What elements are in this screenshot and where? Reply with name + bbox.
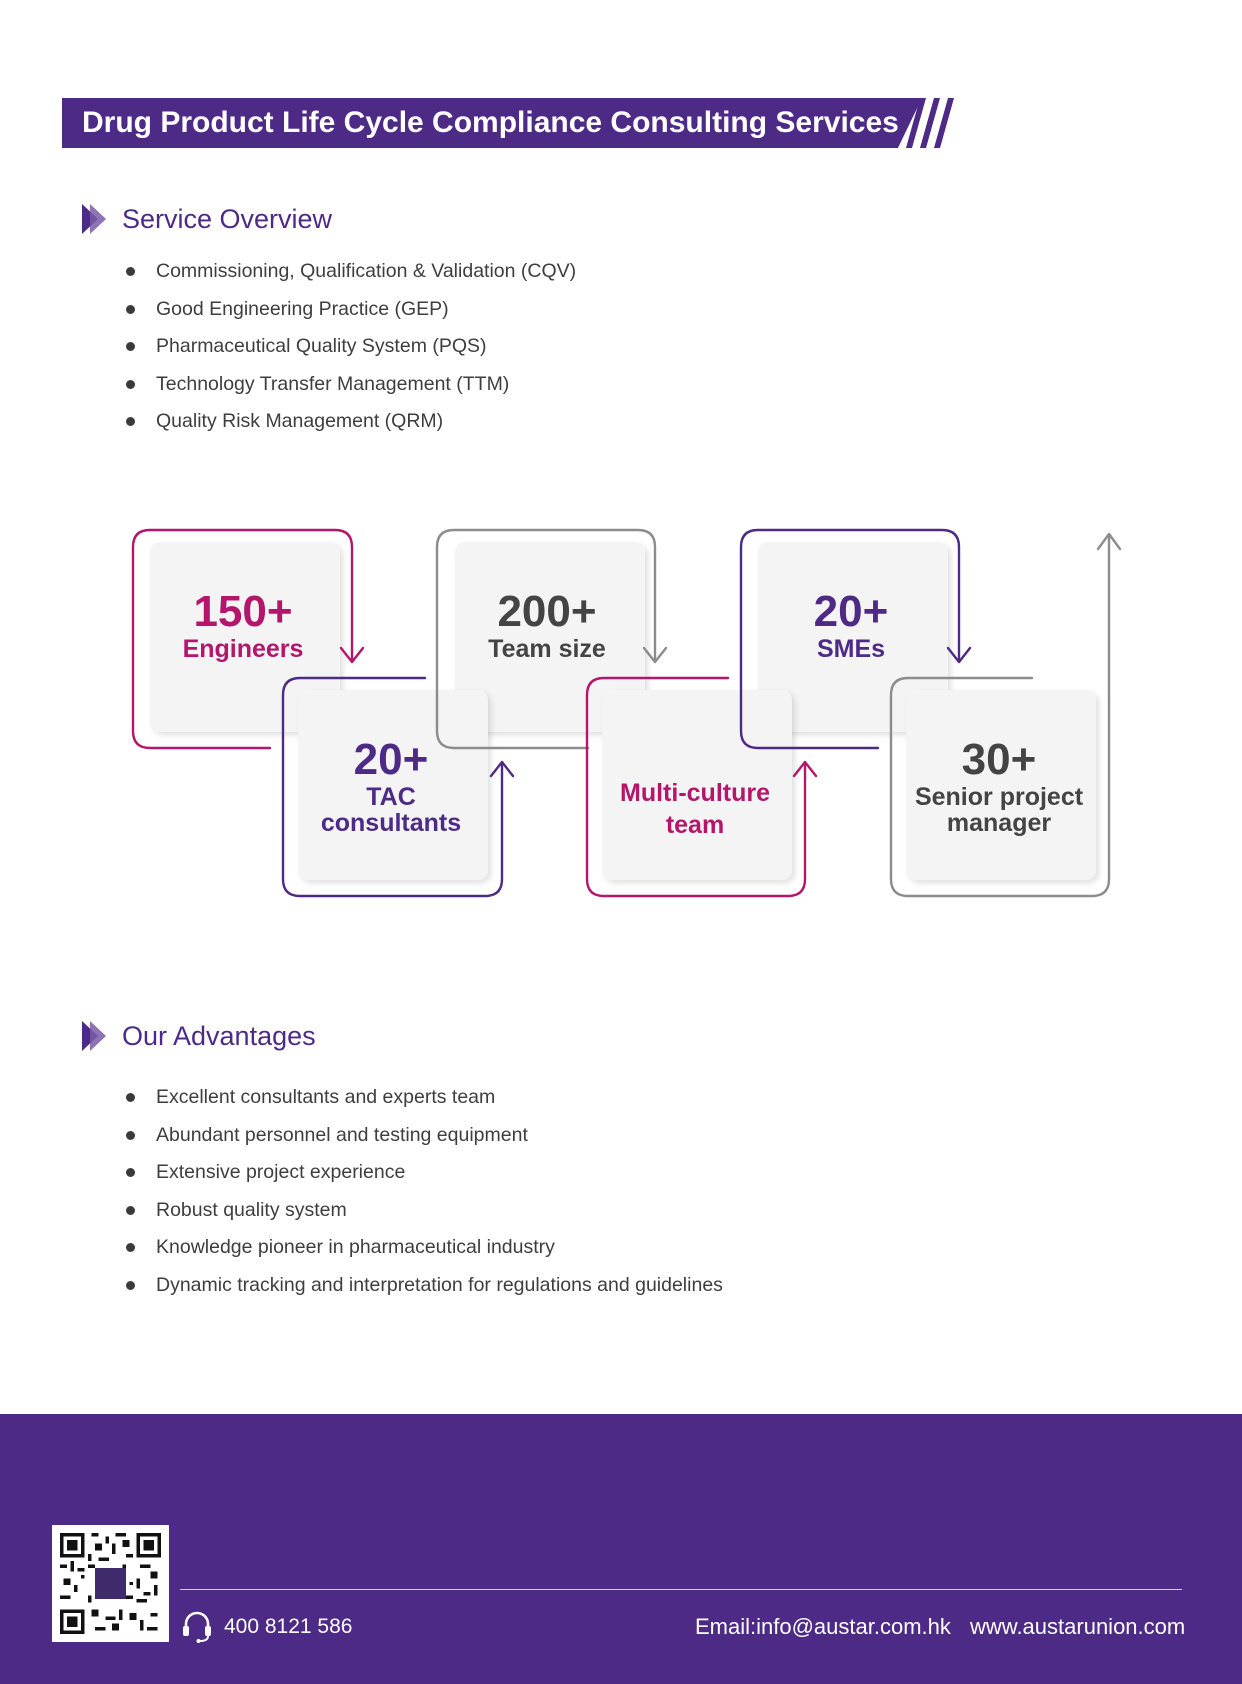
page-title: Drug Product Life Cycle Compliance Consu… [82,106,899,139]
list-item: Extensive project experience [126,1154,723,1192]
list-item: Pharmaceutical Quality System (PQS) [126,328,576,366]
phone-number: 400 8121 586 [224,1615,353,1638]
section-title: Our Advantages [122,1021,316,1051]
advantages-list: Excellent consultants and experts team A… [126,1079,723,1304]
stat-team-size: 200+ Team size [488,587,606,663]
footer-divider [180,1589,1182,1590]
stat-multi-culture-team: Multi-culture team [620,779,770,839]
stat-engineers: 150+ Engineers [182,587,304,663]
list-item: Good Engineering Practice (GEP) [126,291,576,329]
phone-contact[interactable]: 400 8121 586 [182,1610,352,1644]
list-item: Robust quality system [126,1192,723,1230]
list-item: Dynamic tracking and interpretation for … [126,1267,723,1305]
list-item: Technology Transfer Management (TTM) [126,366,576,404]
stat-tac-consultants: 20+ TAC consultants [320,735,462,837]
advantages-heading: Our Advantages [82,1021,316,1051]
list-item: Quality Risk Management (QRM) [126,403,576,441]
slash-decoration-icon [906,98,954,148]
list-item: Excellent consultants and experts team [126,1079,723,1117]
page-title-banner: Drug Product Life Cycle Compliance Consu… [62,98,922,148]
qr-code-icon [60,1533,161,1634]
section-title: Service Overview [122,204,333,234]
headset-icon [183,1611,211,1643]
website-link[interactable]: www.austarunion.com [970,1614,1186,1639]
stat-senior-project-manager: 30+ Senior project manager [914,735,1084,837]
stat-smes: 20+ SMEs [813,587,889,663]
service-overview-heading: Service Overview [82,204,332,234]
list-item: Commissioning, Qualification & Validatio… [126,253,576,291]
qr-code[interactable] [52,1525,169,1642]
list-item: Abundant personnel and testing equipment [126,1117,723,1155]
service-list: Commissioning, Qualification & Validatio… [126,253,576,441]
stats-diagram [131,528,1122,898]
double-play-icon [82,1021,106,1051]
email-link[interactable]: Email:info@austar.com.hk [695,1614,951,1639]
list-item: Knowledge pioneer in pharmaceutical indu… [126,1229,723,1267]
double-play-icon [82,204,106,234]
